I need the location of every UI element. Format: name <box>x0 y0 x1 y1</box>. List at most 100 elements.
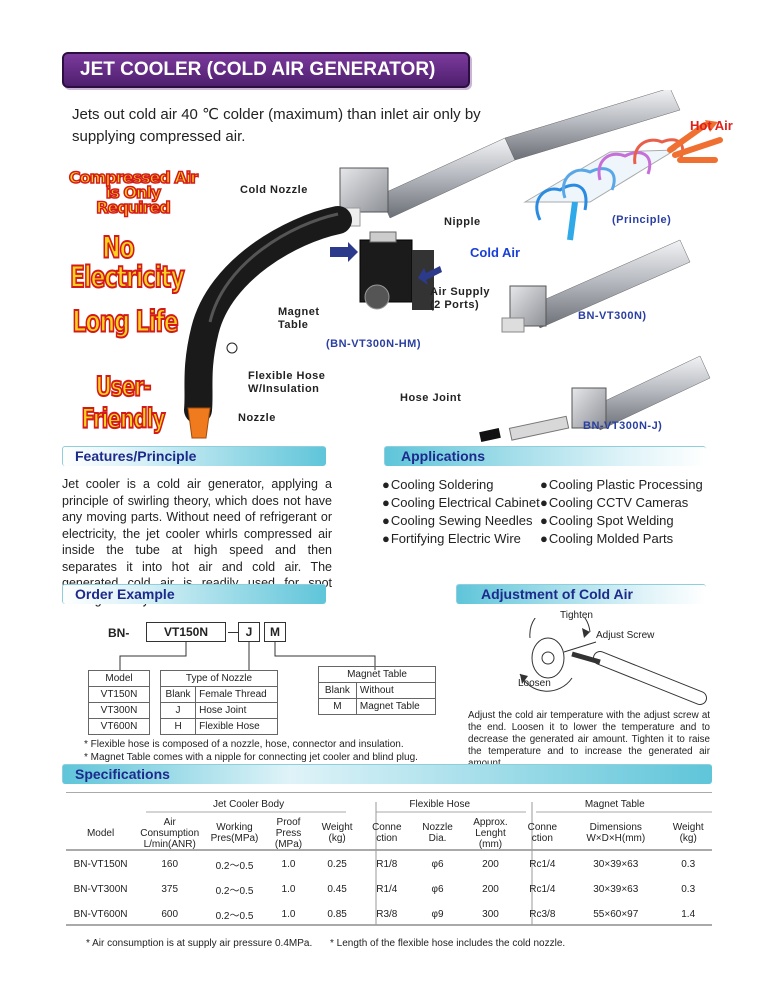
spec-cell: 0.45 <box>327 884 347 895</box>
applications-heading: Applications <box>384 446 706 466</box>
label-hose-joint: Hose Joint <box>400 392 462 404</box>
application-item: Cooling Electrical Cabinet <box>382 494 562 512</box>
applications-col1: Cooling Soldering Cooling Electrical Cab… <box>382 476 562 548</box>
vt300n-unit <box>501 239 691 333</box>
sticker-no-electricity: No Electricity <box>69 231 185 296</box>
magnet-table-header: Magnet Table <box>318 666 436 683</box>
model-table: Model VT150N VT300N VT600N <box>88 670 150 735</box>
page-title: JET COOLER (COLD AIR GENERATOR) <box>62 52 470 88</box>
spec-col: Nozzle Dia. <box>422 822 453 844</box>
spec-cell: 1.4 <box>681 909 696 920</box>
principle-diagram <box>523 120 723 241</box>
nozzle-desc: Hose Joint <box>195 702 278 719</box>
spec-cell: BN-VT300N <box>73 884 128 895</box>
spec-cell: 300 <box>482 909 499 920</box>
application-item: Fortifying Electric Wire <box>382 530 562 548</box>
sticker-compressed-air: Compressed Air is Only Required <box>68 168 199 217</box>
magnet-desc: Without <box>355 682 437 699</box>
nozzle-desc: Flexible Hose <box>195 718 278 735</box>
spec-col: Conne ction <box>372 822 402 844</box>
spec-cell: 0.2〜0.5 <box>215 886 254 897</box>
spec-note-hose: * Length of the flexible hose includes t… <box>330 938 566 949</box>
order-connectors <box>119 642 376 670</box>
intro-text: Jets out cold air 40 ℃ colder (maximum) … <box>72 106 481 145</box>
nozzle-code: H <box>159 718 197 735</box>
spec-cell: 0.25 <box>327 859 347 870</box>
product-illustration <box>184 90 723 442</box>
spec-cell: φ6 <box>431 859 444 870</box>
spec-blank <box>66 794 135 814</box>
model-table-header: Model <box>88 670 150 687</box>
label-bn-vt300n-hm: (BN-VT300N-HM) <box>326 338 421 350</box>
order-opt-nozzle: J <box>238 622 260 642</box>
application-item: Cooling Spot Welding <box>540 512 715 530</box>
adjustment-heading: Adjustment of Cold Air <box>456 584 706 604</box>
magnet-desc: Magnet Table <box>355 698 437 715</box>
spec-cell: Rc3/8 <box>529 909 556 920</box>
spec-cell: R1/8 <box>376 859 398 870</box>
label-loosen: Loosen <box>518 678 551 689</box>
label-principle: (Principle) <box>612 214 672 226</box>
order-note: * Flexible hose is composed of a nozzle,… <box>84 739 404 750</box>
spec-grid-lines <box>66 792 712 926</box>
application-item: Cooling Plastic Processing <box>540 476 715 494</box>
spec-cell: φ6 <box>431 884 444 895</box>
spec-cell: 0.85 <box>327 909 347 920</box>
adjustment-text: Adjust the cold air temperature with the… <box>468 710 710 769</box>
spec-cell: 0.2〜0.5 <box>215 861 254 872</box>
spec-cell: BN-VT150N <box>73 859 128 870</box>
order-heading: Order Example <box>62 584 326 604</box>
spec-cell: R1/4 <box>376 884 398 895</box>
spec-group-body: Jet Cooler Body <box>212 798 285 810</box>
spec-col: Air Consumption L/min(ANR) <box>140 816 200 850</box>
order-notes: * Flexible hose is composed of a nozzle,… <box>84 738 418 764</box>
nozzle-desc: Female Thread <box>195 686 278 703</box>
spec-cell: 375 <box>161 884 179 895</box>
application-item: Cooling Sewing Needles <box>382 512 562 530</box>
spec-cell: BN-VT600N <box>73 909 128 920</box>
magnet-code: Blank <box>318 682 357 699</box>
label-nozzle: Nozzle <box>238 412 276 424</box>
spec-cell: 0.3 <box>681 859 696 870</box>
spec-col: Weight (kg) <box>321 822 353 844</box>
spec-col: Approx. Lenght (mm) <box>473 816 508 850</box>
label-tighten: Tighten <box>560 610 593 621</box>
spec-cell: 200 <box>482 884 499 895</box>
label-air-supply: Air Supply (2 Ports) <box>430 286 491 311</box>
label-flexible-hose: Flexible Hose W/Insulation <box>248 370 326 395</box>
application-item: Cooling CCTV Cameras <box>540 494 715 512</box>
label-cold-nozzle: Cold Nozzle <box>240 184 308 196</box>
label-magnet-table: Magnet Table <box>278 306 320 331</box>
label-bn-vt300n: BN-VT300N) <box>578 310 647 322</box>
spec-cell: φ9 <box>431 909 444 920</box>
spec-cell: 1.0 <box>281 859 296 870</box>
spec-cell: R3/8 <box>376 909 398 920</box>
nozzle-code: Blank <box>159 686 197 703</box>
label-hot-air: Hot Air <box>690 118 733 133</box>
order-code-box: VT150N <box>146 622 226 642</box>
spec-cell: 55×60×97 <box>593 909 639 920</box>
label-nipple: Nipple <box>444 216 481 228</box>
spec-cell: Rc1/4 <box>529 859 556 870</box>
spec-cell: 1.0 <box>281 909 296 920</box>
order-opt-magnet: M <box>264 622 286 642</box>
spec-col: Working Pres(MPa) <box>210 822 259 844</box>
spec-col: Model <box>86 827 115 839</box>
sticker-long-life: Long Life <box>72 305 180 341</box>
model-cell: VT600N <box>88 718 150 735</box>
order-prefix: BN- <box>108 626 130 640</box>
magnet-code: M <box>318 698 357 715</box>
spec-cell: 30×39×63 <box>593 884 639 895</box>
spec-cell: Rc1/4 <box>529 884 556 895</box>
label-bn-vt300n-j: BN-VT300N-J) <box>583 420 663 432</box>
application-item: Cooling Molded Parts <box>540 530 715 548</box>
spec-group-magnet: Magnet Table <box>584 798 645 810</box>
spec-cell: 600 <box>161 909 179 920</box>
spec-cell: 0.3 <box>681 884 696 895</box>
spec-group-hose: Flexible Hose <box>409 798 471 810</box>
spec-table: Jet Cooler Body Flexible Hose Magnet Tab… <box>66 794 712 927</box>
spec-col: Proof Press (MPa) <box>274 816 303 850</box>
